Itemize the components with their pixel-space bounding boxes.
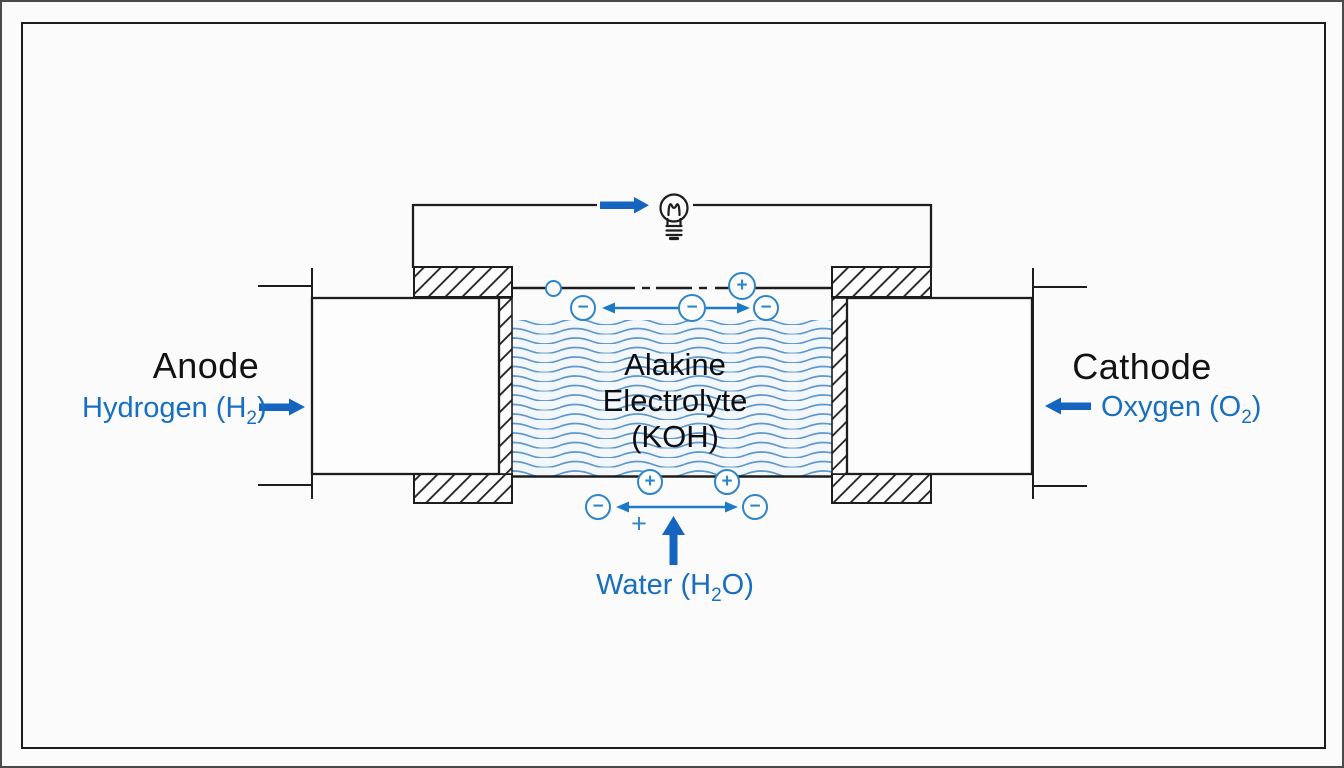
electrolyte-label: Alakine Electrolyte (KOH) xyxy=(603,347,748,455)
negative-ion: − xyxy=(753,295,779,321)
plus-sign: + xyxy=(631,508,647,539)
water-input-arrow-icon xyxy=(662,516,685,565)
light-bulb-icon xyxy=(659,193,689,241)
electrolyte-label-line2: Electrolyte xyxy=(602,383,748,418)
anode-label: Anode xyxy=(152,345,260,386)
positive-ion: + xyxy=(728,272,756,300)
negative-ion: − xyxy=(585,494,611,520)
water-label: Water (H2O) xyxy=(596,569,754,606)
anode-electrode xyxy=(310,266,513,504)
cathode-electrode xyxy=(831,266,1034,504)
oxygen-input-arrow-icon xyxy=(1045,397,1091,415)
negative-ion: − xyxy=(678,294,706,322)
electrolyte-waves xyxy=(512,320,832,478)
electron-circle xyxy=(544,279,562,297)
ion-flow-arrow-icon xyxy=(616,501,738,513)
cathode-label: Cathode xyxy=(1072,346,1212,387)
positive-ion: + xyxy=(637,469,663,495)
hydrogen-input-arrow-icon xyxy=(259,398,305,416)
positive-ion: + xyxy=(714,469,740,495)
current-arrow-icon xyxy=(600,197,649,214)
electrolyte-label-line3: (KOH) xyxy=(631,419,719,454)
electrolyte-label-line1: Alakine xyxy=(624,347,726,382)
anode-gas-pipe-lines xyxy=(258,268,313,499)
hydrogen-label: Hydrogen (H2) xyxy=(82,392,267,429)
ion-flow-arrow-icon xyxy=(602,302,750,314)
circuit-wire xyxy=(411,203,933,268)
oxygen-label: Oxygen (O2) xyxy=(1101,391,1262,428)
negative-ion: − xyxy=(570,295,596,321)
negative-ion: − xyxy=(742,494,768,520)
